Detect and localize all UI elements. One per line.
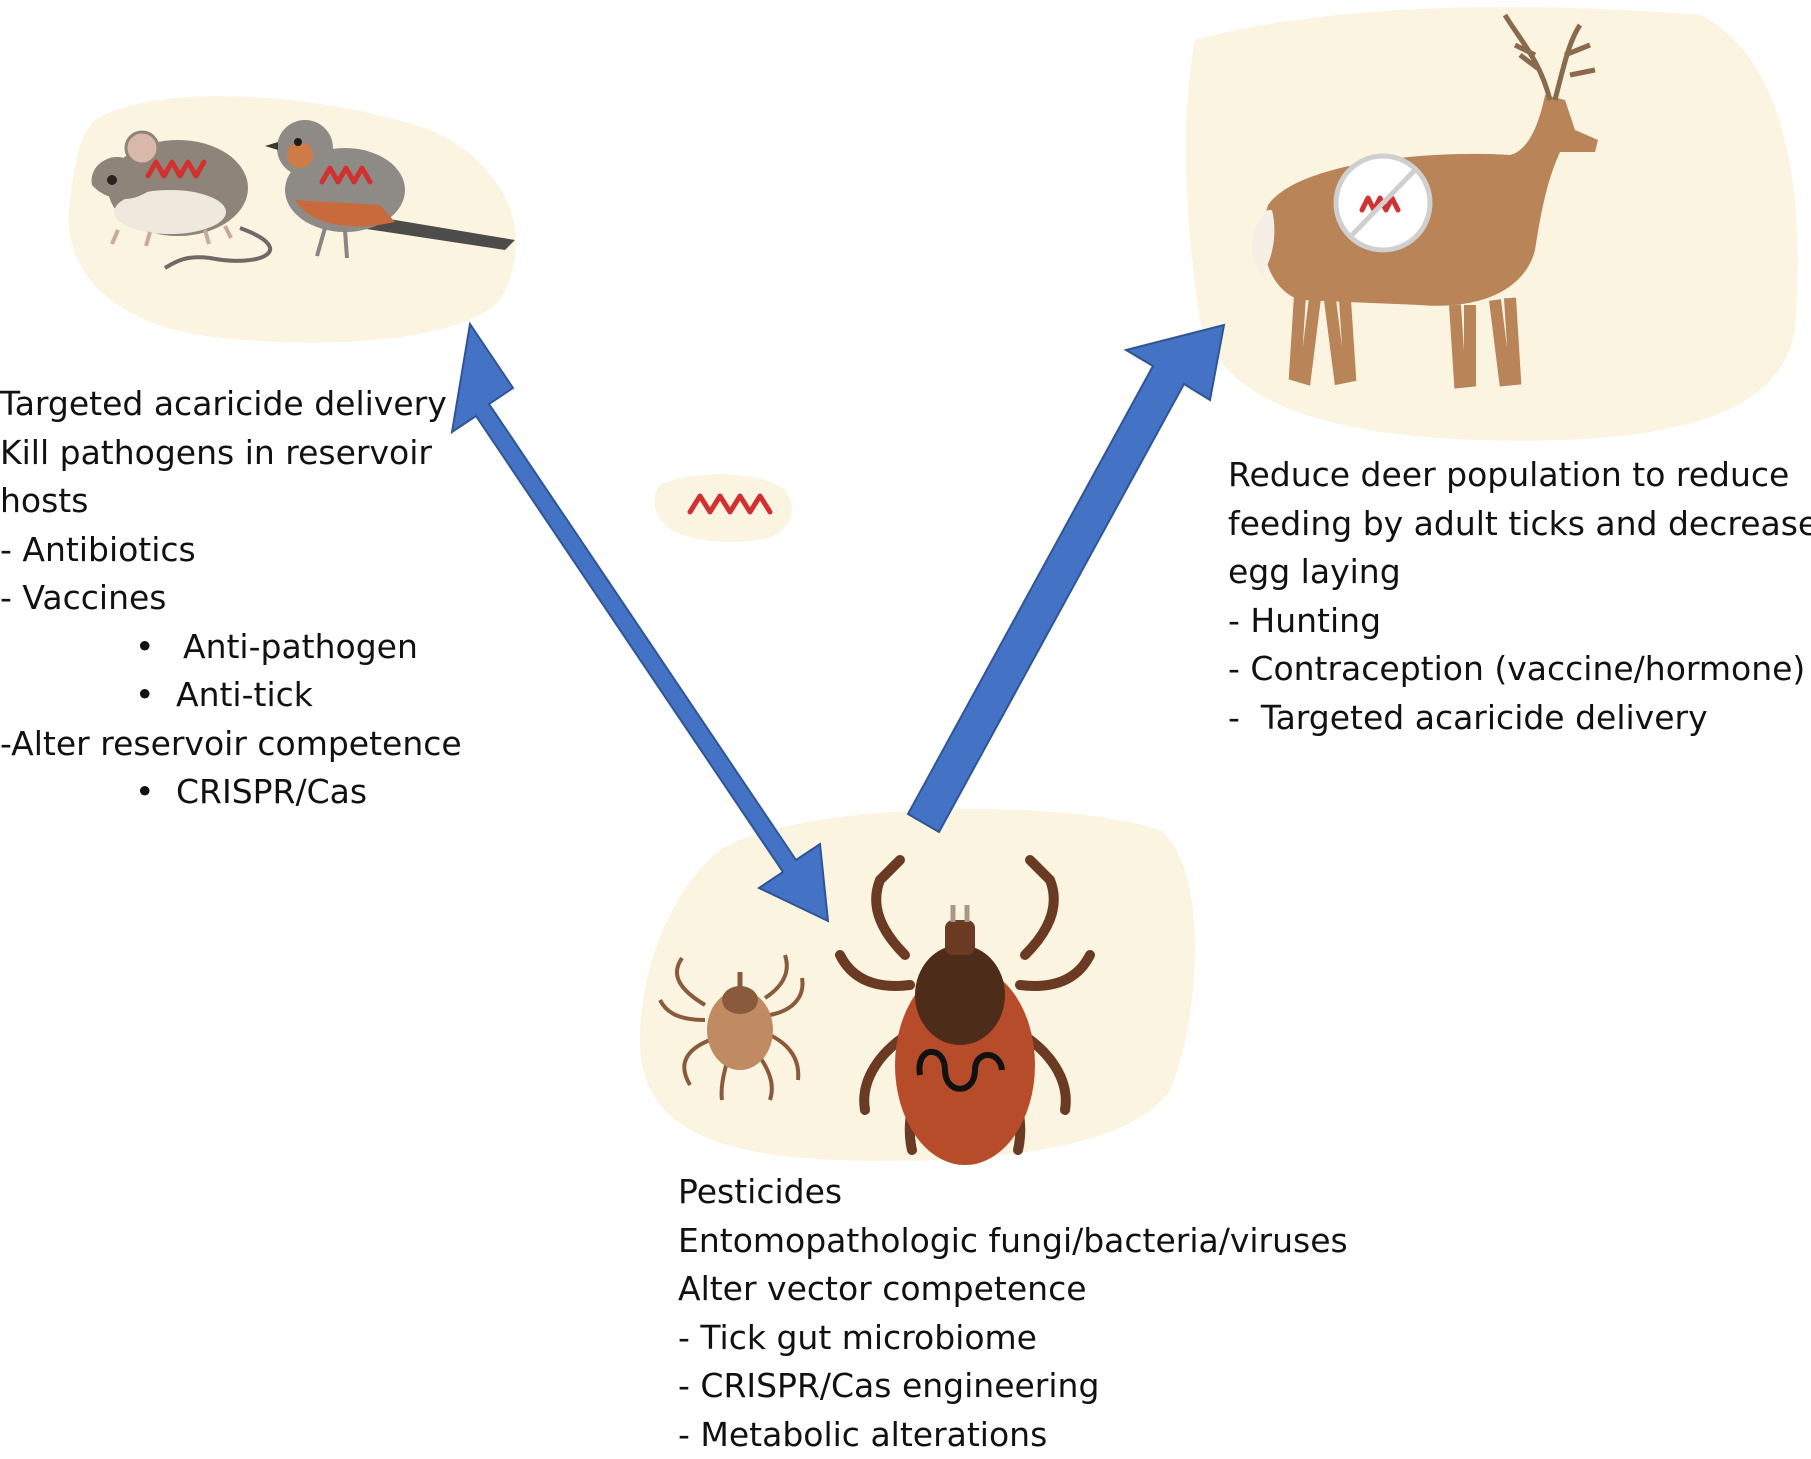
- deer-line: Reduce deer population to reduce: [1228, 451, 1811, 500]
- reservoir-line: Targeted acaricide delivery: [0, 380, 462, 429]
- pathogen-blob: [655, 474, 792, 542]
- deer-line: - Hunting: [1228, 597, 1811, 646]
- deer-text: Reduce deer population to reduce feeding…: [1228, 451, 1811, 742]
- tick-line: - Tick gut microbiome: [678, 1314, 1348, 1363]
- tick-line: Pesticides: [678, 1168, 1348, 1217]
- tick-line: - Metabolic alterations: [678, 1411, 1348, 1459]
- reservoir-line: -Alter reservoir competence: [0, 720, 462, 769]
- arrow-tick-to-deer: [908, 325, 1224, 832]
- deer-line: feeding by adult ticks and decrease: [1228, 500, 1811, 549]
- reservoir-hosts-text: Targeted acaricide delivery Kill pathoge…: [0, 380, 462, 817]
- reservoir-line: - Antibiotics: [0, 526, 462, 575]
- alter-bullet: •CRISPR/Cas: [0, 768, 462, 817]
- reservoir-line: - Vaccines: [0, 574, 462, 623]
- tick-text: Pesticides Entomopathologic fungi/bacter…: [678, 1168, 1348, 1459]
- reservoir-line: Kill pathogens in reservoir: [0, 429, 462, 478]
- tick-line: Alter vector competence: [678, 1265, 1348, 1314]
- deer-line: egg laying: [1228, 548, 1811, 597]
- reservoir-line: hosts: [0, 477, 462, 526]
- deer-line: - Targeted acaricide delivery: [1228, 694, 1811, 743]
- bullet-symbol: •: [135, 671, 165, 720]
- bullet-symbol: •: [135, 623, 165, 672]
- vaccine-bullet: •Anti-tick: [0, 671, 462, 720]
- bullet-symbol: •: [135, 768, 165, 817]
- tick-line: - CRISPR/Cas engineering: [678, 1362, 1348, 1411]
- tick-line: Entomopathologic fungi/bacteria/viruses: [678, 1217, 1348, 1266]
- vaccine-bullet: •Anti-pathogen: [0, 623, 462, 672]
- double-arrow-reservoir-tick: [452, 324, 828, 921]
- deer-line: - Contraception (vaccine/hormone): [1228, 645, 1811, 694]
